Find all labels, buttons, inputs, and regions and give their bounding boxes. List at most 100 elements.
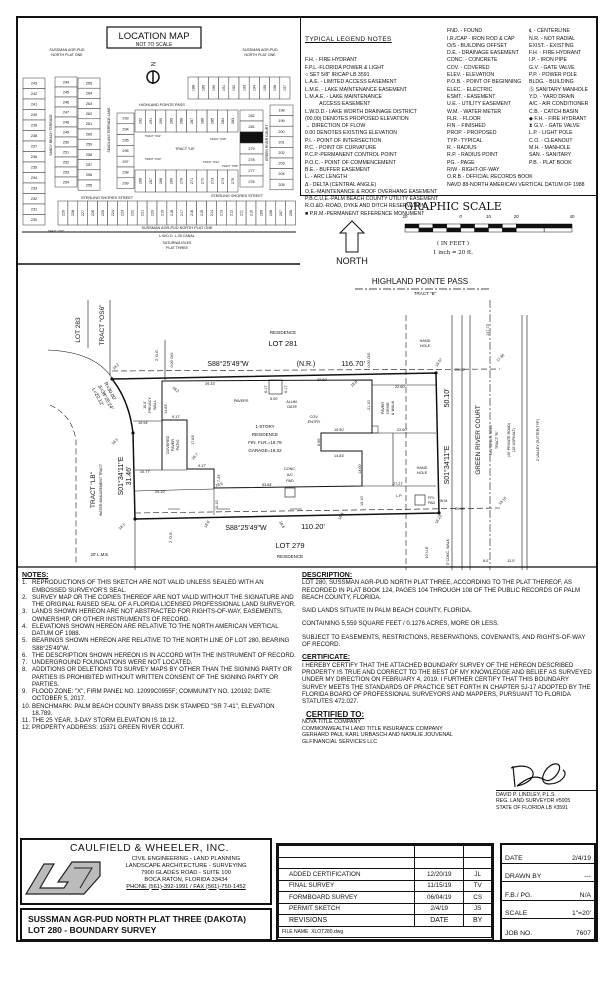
map-lot: 292	[134, 109, 146, 133]
revision-description	[277, 845, 416, 858]
revision-date: 12/20/19	[414, 868, 465, 881]
map-lot: 250	[54, 136, 78, 148]
map-tract-label: TRACT "OS4"	[203, 160, 219, 164]
map-lot: 278	[239, 153, 264, 166]
note-number: 2.	[22, 593, 28, 601]
spot-elevations: 18.2 18.0 18.3 18.1 18.7 18.6 18.6 18.6 …	[111, 353, 508, 531]
survey-corner-markers	[110, 371, 441, 521]
company-block: CAULFIELD & WHEELER, INC. CIVIL ENGINEER…	[20, 838, 272, 905]
water-meter-label: W.M.	[440, 499, 448, 503]
legend-item: SAN. - SANITARY	[529, 152, 572, 159]
legend-item: 0.00 DENOTES EXISTING ELEVATION	[305, 130, 398, 137]
note-number: 12.	[22, 724, 31, 732]
job-info-value: ---	[584, 873, 591, 880]
map-lot: 286	[196, 109, 208, 133]
lot-number: 254	[63, 180, 69, 184]
map-street-label: SANDY BEACH TERRACE	[49, 114, 53, 156]
note-item: 9.FLOOD ZONE: "X", FIRM PANEL NO. 12099C…	[22, 688, 296, 703]
gutter-label: 2' VALLEY GUTTER(TYP.)	[536, 419, 540, 462]
note-item: 1.REPRODUCTIONS OF THIS SKETCH ARE NOT V…	[22, 579, 296, 594]
revisions-header: REVISIONS	[277, 914, 416, 927]
lot-number: 243	[31, 82, 37, 86]
lot-number: 269	[169, 178, 173, 184]
lot-number: 188	[191, 85, 195, 91]
job-info-value: 1"=20'	[571, 910, 591, 917]
spot-elevation: 18.07	[435, 357, 444, 367]
lot-number: 268	[159, 178, 163, 184]
legend-column-1: TYPICAL LEGEND NOTES F.H. - FIRE HYDRANT…	[305, 21, 447, 217]
legend-item: ℄ - CENTERLINE	[529, 28, 570, 35]
legend-item: → DIRECTION OF FLOW	[305, 123, 366, 130]
lot-number: 294	[122, 128, 128, 132]
map-lot: 225	[97, 200, 108, 226]
lot-number: 194	[253, 85, 257, 91]
map-lot: 195	[259, 76, 270, 100]
map-lot: 295	[116, 134, 135, 146]
easement-label: 2' O.E.	[154, 349, 159, 361]
scale-segment	[543, 227, 573, 233]
lot-number: 242	[31, 92, 37, 96]
map-lot: 258	[77, 149, 101, 160]
note-item: 2.SURVEY MAP OR THE COPIES THEREOF ARE N…	[22, 594, 296, 609]
map-lot: 208	[265, 200, 277, 226]
lot-outline	[279, 76, 291, 100]
legend-item: R/W - RIGHT-OF-WAY	[447, 166, 500, 173]
legend-item: P.O.B. - POINT OF BEGINNING	[447, 79, 522, 86]
hand-hole-label: HAND	[420, 339, 431, 343]
note-number: 1.	[22, 579, 28, 587]
dimension: 6.17'	[284, 385, 288, 393]
lot-number: 276	[248, 180, 254, 184]
map-tract-label: TRACT "OS6"	[210, 137, 226, 141]
legend-item: B.E. - BUFFER EASEMENT	[305, 166, 371, 173]
dimension: 9.17'	[172, 415, 180, 419]
map-lot: 223	[117, 200, 128, 226]
lot-number: 263	[86, 102, 92, 106]
spot-elevation: 18.8	[350, 380, 358, 388]
legend-item: EXIST. - EXISTING	[529, 42, 574, 49]
map-lot: 253	[54, 166, 78, 178]
note-text: ADDITIONS OR DELETIONS TO SURVEY MAPS BY…	[32, 666, 292, 688]
lot-number: 275	[231, 178, 235, 184]
lot-number: 197	[283, 85, 287, 91]
lot-number: 195	[263, 85, 267, 91]
map-lot: 277	[239, 164, 264, 177]
garage-elevation: GARAGE=19.32	[248, 448, 282, 453]
legend-item: F.H. - FIRE HYDRANT	[529, 50, 582, 57]
lot-number: 298	[122, 171, 128, 175]
job-info-label: DATE	[505, 854, 523, 862]
map-lot: 196	[269, 76, 281, 100]
lot-outline	[77, 179, 101, 191]
company-details: CIVIL ENGINEERING - LAND PLANNING LANDSC…	[106, 856, 266, 891]
legend-item: (00.00) DENOTES PROPOSED ELEVATION	[305, 115, 409, 122]
west-bearing: S01°34'11"E	[117, 456, 125, 495]
lot-number: 293	[122, 117, 128, 121]
project-subtitle: LOT 280 - BOUNDARY SURVEY	[28, 925, 157, 935]
lot-number: 271	[190, 178, 194, 184]
surveyor-signature	[510, 763, 566, 788]
legend-item: R. - RADIUS	[447, 145, 477, 152]
dimension: 10.10'	[360, 495, 364, 506]
revision-date: 2/4/19	[414, 902, 465, 915]
lot-number: 193	[242, 85, 246, 91]
lot-number: 288	[180, 118, 184, 124]
job-info-row: F.B./ PG.N/A	[502, 882, 594, 901]
dimension: 9.17'	[198, 464, 206, 468]
lot-number: 226	[91, 210, 95, 216]
map-street-label: HIGHLAND POINTE PASS	[139, 103, 185, 107]
dimension: 10.77'	[140, 470, 151, 474]
map-lot: 243	[22, 77, 46, 89]
lot-outline	[269, 178, 294, 191]
location-map-lots: 2432422412402392382372362352342332322312…	[22, 76, 296, 226]
lot-number: 245	[63, 90, 69, 94]
lot-number: 237	[31, 145, 37, 149]
offset-label: 0.00' O/S	[367, 352, 371, 367]
map-lot: 224	[107, 200, 118, 226]
spot-elevation: 18.2	[112, 363, 120, 371]
hand-hole-label: HOLE	[417, 471, 428, 475]
note-number: 3.	[22, 608, 28, 616]
note-text: LANDS SHOWN HEREON ARE NOT ABSTRACTED FO…	[32, 608, 283, 623]
